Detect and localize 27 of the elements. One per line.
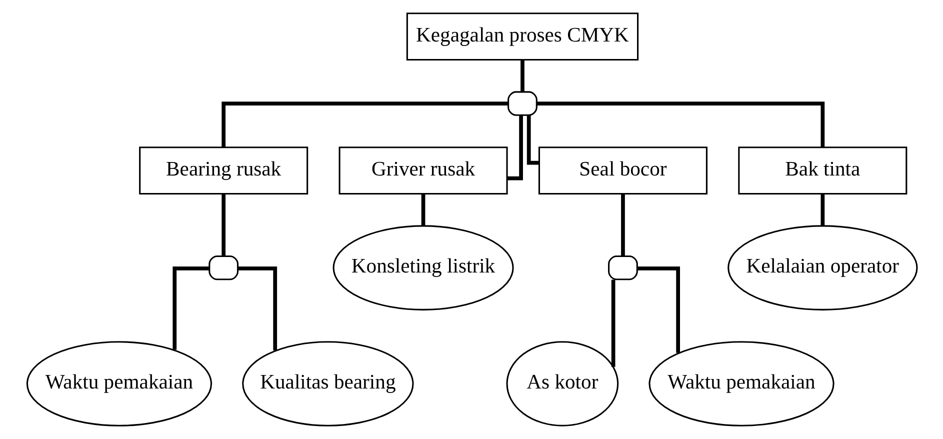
- connector: [221, 102, 508, 148]
- connector: [420, 194, 425, 226]
- node-ellipse: Kualitas bearing: [242, 341, 414, 426]
- node-ellipse: Waktu pemakaian: [648, 341, 834, 426]
- node-box: Bak tinta: [738, 146, 907, 194]
- connector: [238, 266, 277, 350]
- connector: [636, 266, 680, 353]
- node-box: Kegagalan proses CMYK: [406, 12, 638, 61]
- node-ellipse: As kotor: [506, 341, 618, 426]
- node-ellipse: Konsleting listrik: [332, 225, 514, 310]
- node-box: Griver rusak: [338, 146, 508, 194]
- node-ellipse: Waktu pemakaian: [26, 341, 212, 426]
- connector: [526, 116, 538, 165]
- connector: [172, 266, 209, 350]
- node-gate: [608, 255, 638, 280]
- connector: [536, 102, 824, 148]
- connector: [221, 194, 226, 256]
- connector: [820, 194, 824, 226]
- connector: [620, 194, 624, 256]
- node-box: Seal bocor: [538, 146, 707, 194]
- node-box: Bearing rusak: [138, 146, 308, 194]
- connector: [520, 60, 524, 92]
- node-gate: [507, 91, 537, 116]
- node-ellipse: Kelalaian operator: [727, 225, 918, 310]
- connector: [610, 280, 615, 367]
- node-gate: [208, 255, 238, 280]
- connector: [506, 115, 522, 180]
